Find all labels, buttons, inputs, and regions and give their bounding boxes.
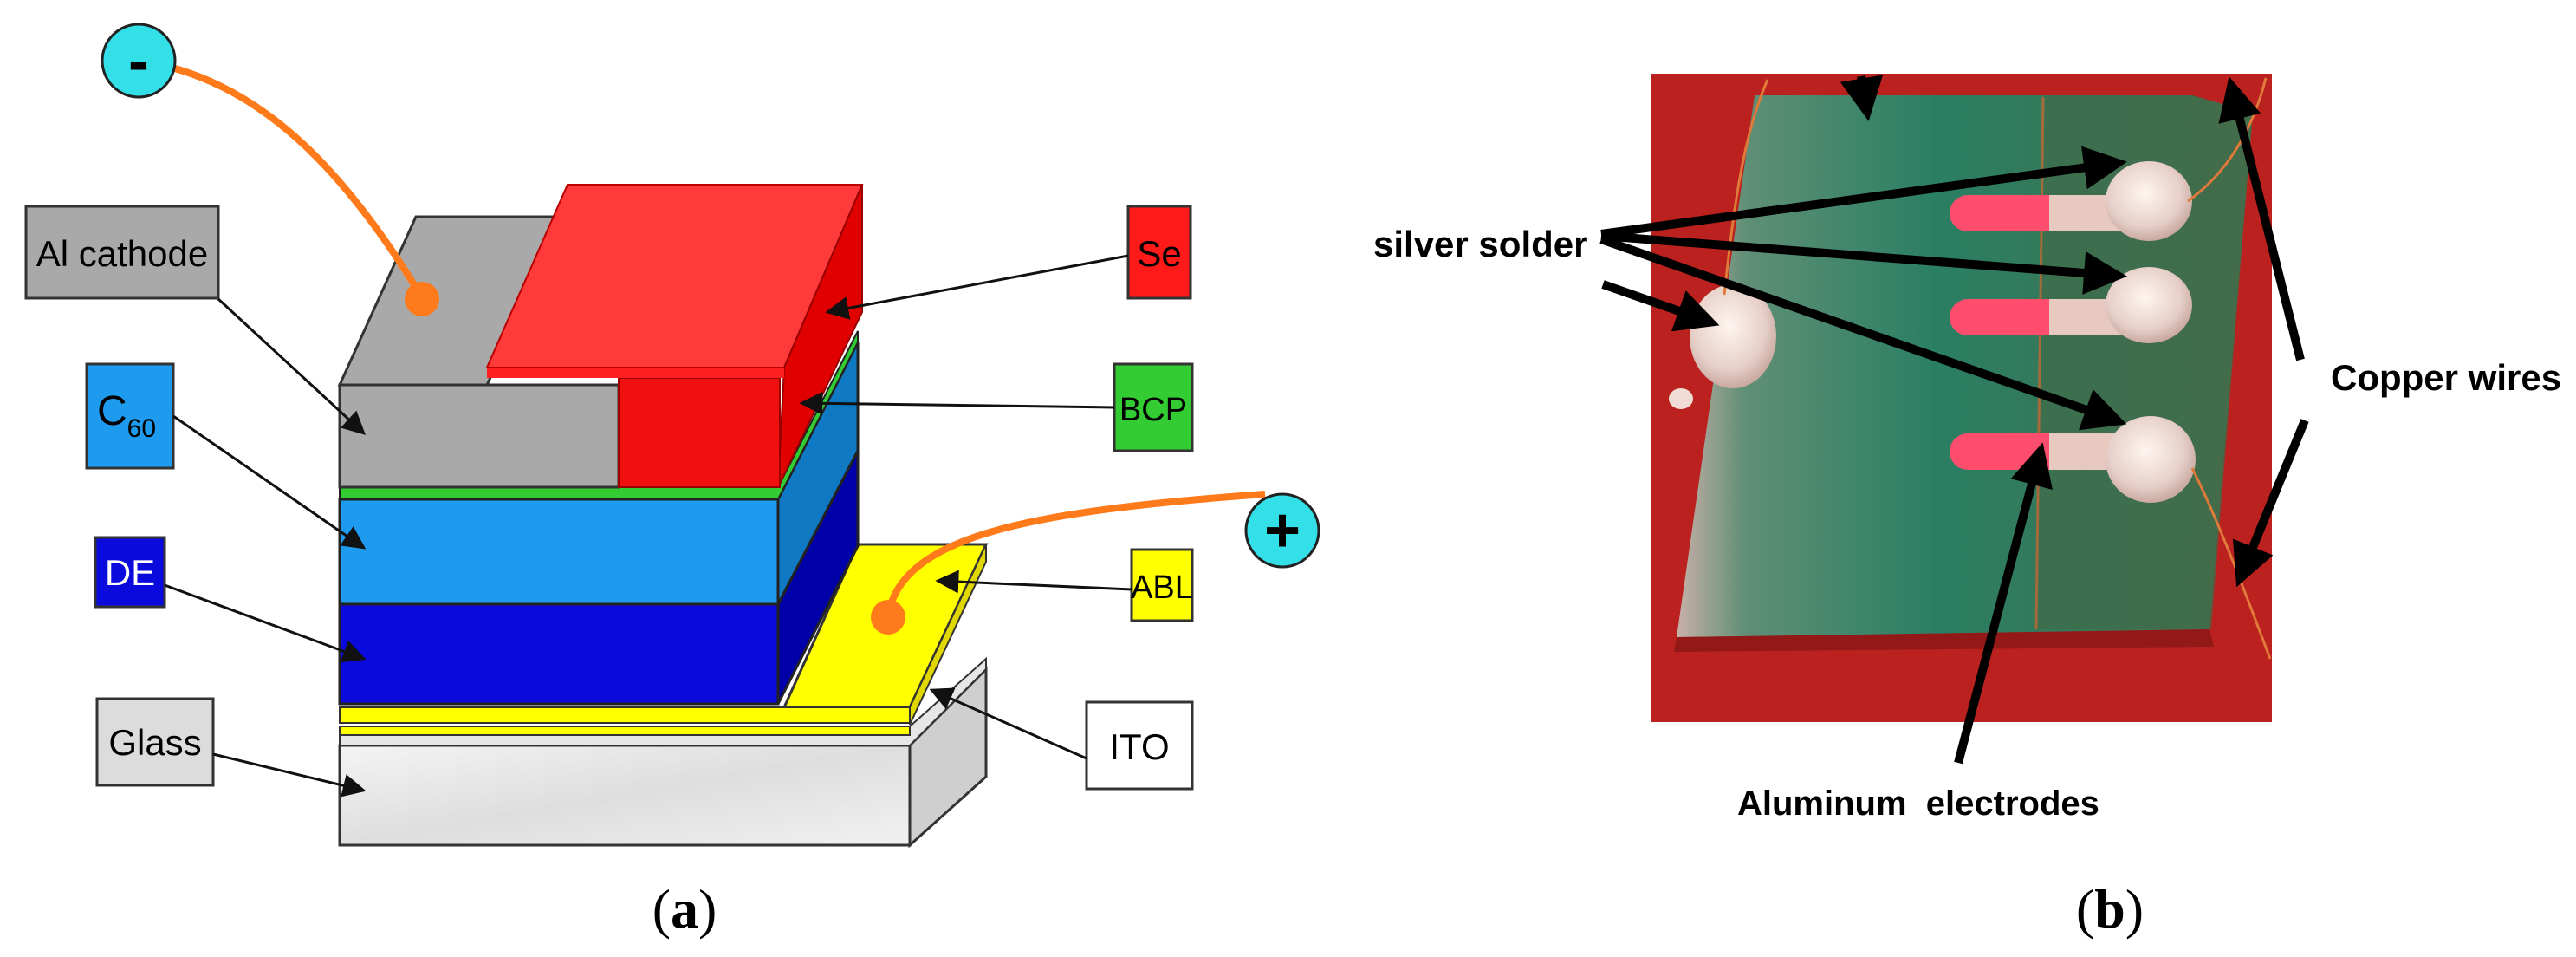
arrow-al-cathode <box>217 297 366 435</box>
label-bcp: BCP <box>1113 362 1194 452</box>
photo-solder-1 <box>2106 161 2192 241</box>
arrow-c60 <box>172 414 367 550</box>
positive-terminal-sign: + <box>1264 496 1301 565</box>
svg-text:DE: DE <box>105 552 155 593</box>
photo-pointer-arrows <box>1599 75 2309 765</box>
svg-text:Glass: Glass <box>108 722 201 763</box>
svg-text:Al cathode: Al cathode <box>36 233 208 274</box>
negative-wire <box>138 57 424 297</box>
se-layer <box>485 184 864 488</box>
photo-solder-3 <box>2106 416 2196 503</box>
arrow-solder-2 <box>1600 231 2127 295</box>
svg-text:ITO: ITO <box>1109 726 1169 767</box>
glass-layer <box>338 666 988 849</box>
panel-b-caption: (b) <box>2076 878 2144 940</box>
negative-terminal-sign: - <box>128 27 149 96</box>
label-copper-wires: Copper wires <box>2331 357 2561 398</box>
label-silver-solder: silver solder <box>1373 224 1587 264</box>
positive-wire <box>885 491 1266 616</box>
arrow-aluminum <box>1954 442 2053 765</box>
label-glass: Glass <box>95 697 215 787</box>
de-layer <box>338 450 860 706</box>
arrow-solder-4 <box>1601 280 1720 332</box>
panel-a-caption: (a) <box>652 878 717 940</box>
arrow-solder-1 <box>1600 146 2127 238</box>
positive-contact-dot <box>871 600 905 635</box>
negative-contact-dot <box>405 282 439 316</box>
label-c60: C60 <box>85 362 175 470</box>
photo-electrode-3 <box>1950 433 2067 470</box>
arrow-bcp <box>799 391 1115 415</box>
arrow-top-left <box>1840 75 1884 121</box>
photo-electrode-1 <box>1950 195 2067 231</box>
svg-text:BCP: BCP <box>1119 392 1187 428</box>
label-pointer-arrows <box>164 254 1132 798</box>
positive-terminal: + <box>1244 492 1320 569</box>
svg-text:C60: C60 <box>97 388 156 443</box>
negative-terminal: - <box>101 23 177 99</box>
label-abl: ABL <box>1130 548 1194 622</box>
photo-silver-solder-blobs <box>1669 161 2196 503</box>
arrow-copper-bottom <box>2233 419 2309 588</box>
arrow-se <box>825 254 1129 320</box>
photo-solder-2 <box>2106 267 2192 343</box>
label-de: DE <box>94 536 166 609</box>
label-aluminum-electrodes: Aluminum electrodes <box>1737 784 2099 823</box>
panel-b-device-photo: silver solder Copper wires Aluminum elec… <box>1373 74 2561 940</box>
al-cathode-layer <box>337 215 620 489</box>
svg-text:ABL: ABL <box>1131 570 1193 606</box>
arrow-copper-top <box>2218 76 2305 361</box>
arrow-ito <box>929 687 1087 760</box>
arrow-solder-3 <box>1599 235 2127 431</box>
photo-electrode-2 <box>1950 299 2067 335</box>
ito-layer <box>339 656 987 746</box>
arrow-glass <box>212 752 367 798</box>
svg-text:Se: Se <box>1137 233 1181 274</box>
arrow-abl <box>935 570 1132 594</box>
label-ito: ITO <box>1085 700 1194 791</box>
arrow-de <box>164 583 367 663</box>
label-se: Se <box>1126 205 1192 300</box>
label-al-cathode: Al cathode <box>24 205 220 300</box>
panel-a-device-schematic: - + Al cathode C60 DE Glass Se <box>24 23 1320 940</box>
